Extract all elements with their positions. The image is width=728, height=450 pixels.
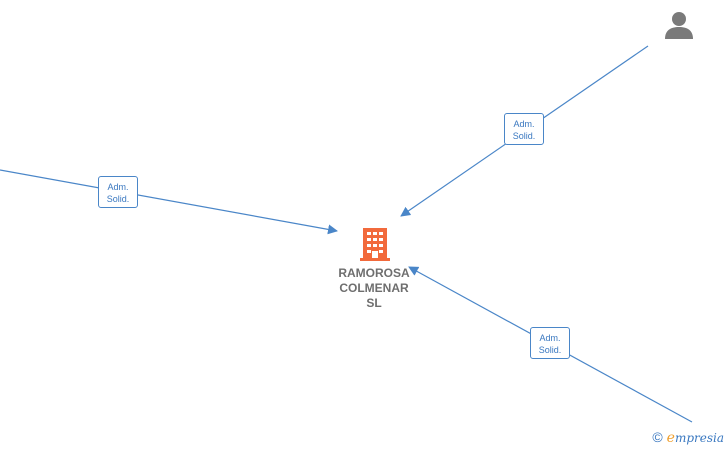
edge-label-line1: Adm. xyxy=(107,182,129,192)
edge-label-line2: Solid. xyxy=(538,345,562,355)
brand-logo-initial: e xyxy=(666,430,675,446)
edge-label-top-right[interactable]: Adm. Solid. xyxy=(504,113,544,145)
company-name-line: RAMOROSA xyxy=(338,266,410,280)
footer-brand: ©empresia xyxy=(652,429,724,446)
edge-label-line1: Adm. xyxy=(539,333,561,343)
company-name-line: SL xyxy=(366,296,382,310)
edge-label-line2: Solid. xyxy=(512,131,536,141)
edge-line-left xyxy=(0,169,338,235)
company-name-line: COLMENAR xyxy=(339,281,409,295)
building-icon[interactable] xyxy=(360,226,390,262)
company-name[interactable]: RAMOROSA COLMENAR SL xyxy=(330,266,418,311)
brand-logo-text: mpresia xyxy=(674,431,724,445)
copyright-symbol: © xyxy=(652,429,663,445)
edge-label-left[interactable]: Adm. Solid. xyxy=(98,176,138,208)
person-icon[interactable] xyxy=(664,10,694,40)
edge-label-bottom-right[interactable]: Adm. Solid. xyxy=(530,327,570,359)
edge-label-line2: Solid. xyxy=(106,194,130,204)
edge-label-line1: Adm. xyxy=(513,119,535,129)
